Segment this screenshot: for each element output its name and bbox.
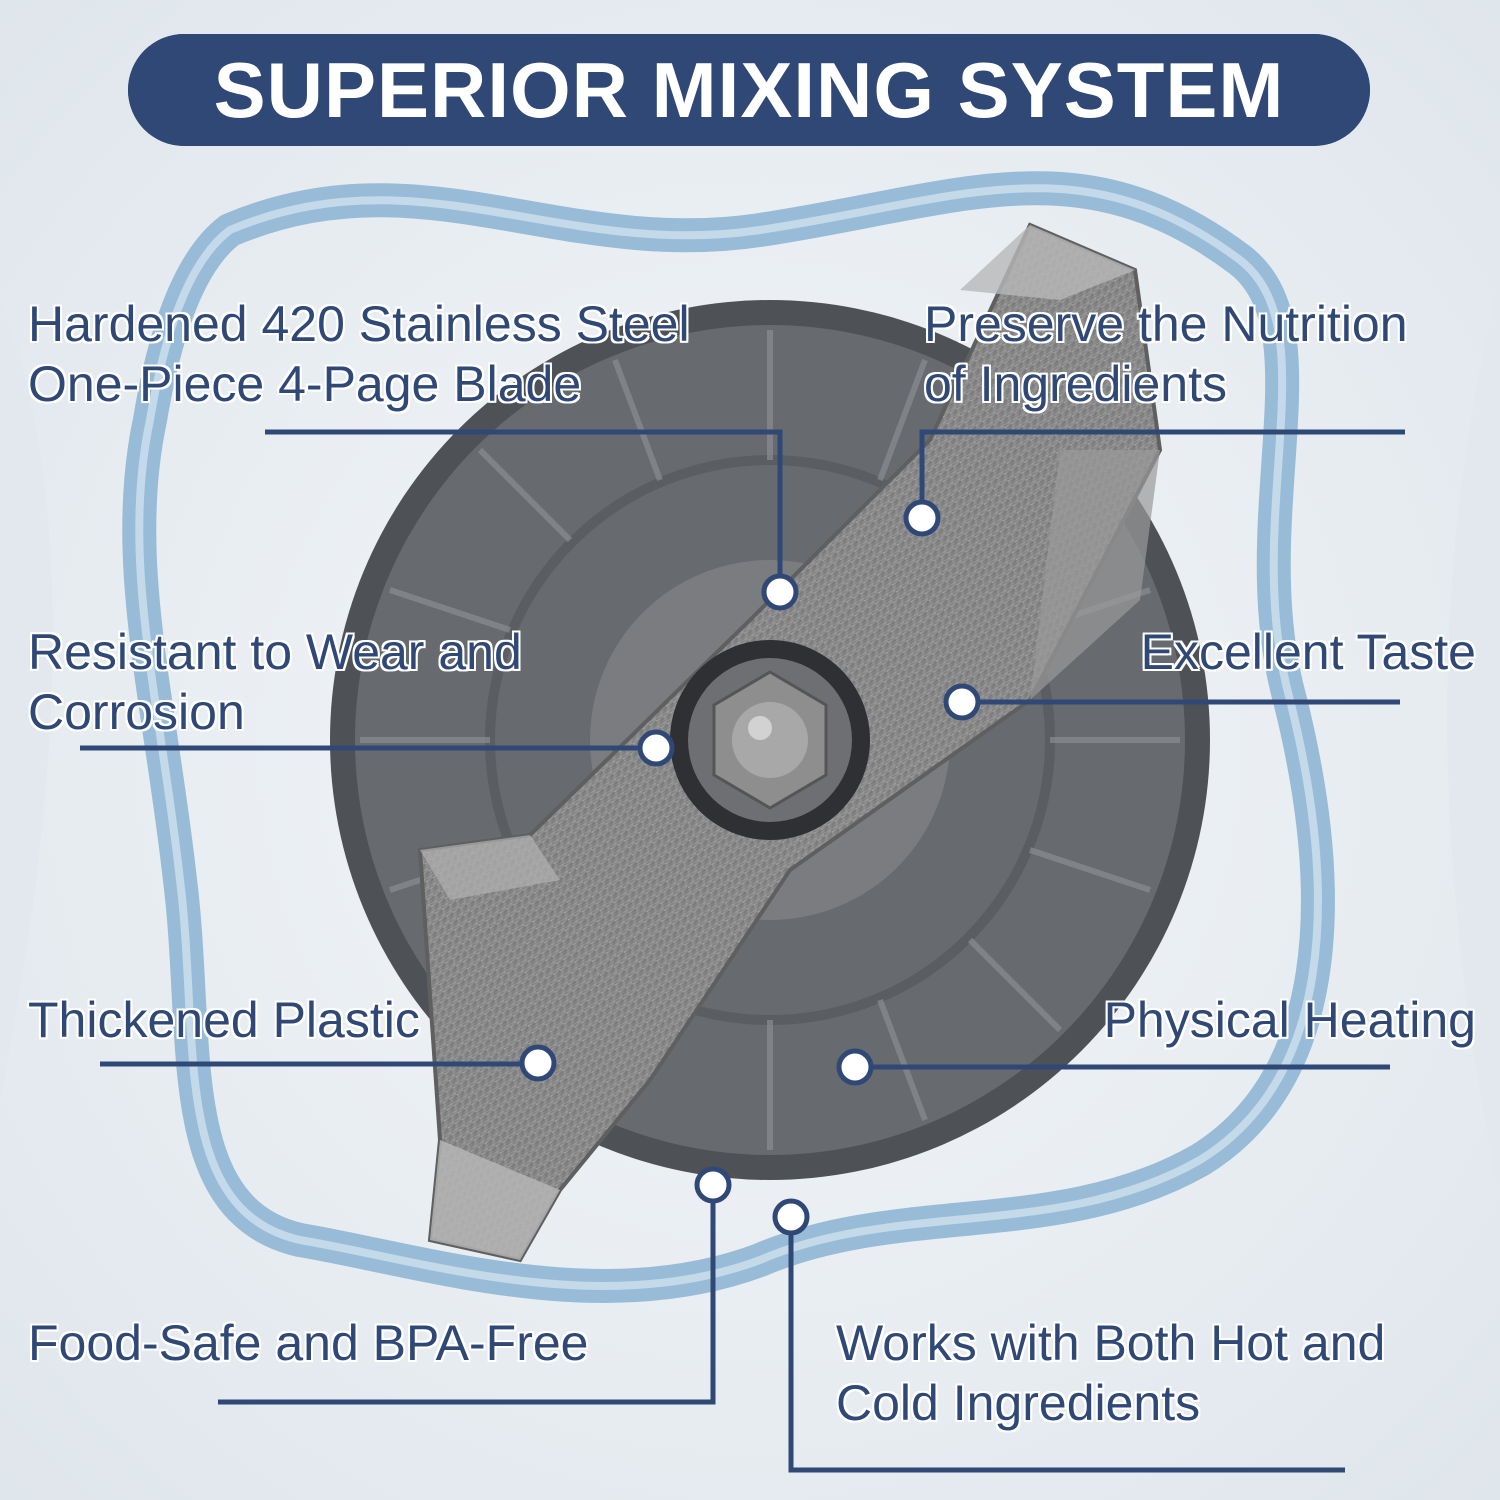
feature-nutrition-line2: of Ingredients bbox=[924, 356, 1227, 412]
feature-blade-line2: One-Piece 4-Page Blade bbox=[28, 356, 582, 412]
feature-blade: Hardened 420 Stainless Steel One-Piece 4… bbox=[28, 294, 690, 414]
leader-lines bbox=[80, 429, 1405, 1473]
feature-hot-cold-line2: Cold Ingredients bbox=[836, 1375, 1201, 1431]
dot-wear bbox=[637, 729, 675, 767]
dot-nutrition bbox=[903, 499, 941, 537]
feature-taste-line1: Excellent Taste bbox=[1140, 624, 1476, 680]
dot-food-safe bbox=[694, 1166, 732, 1204]
jar-base-ring-highlight bbox=[135, 184, 1322, 1290]
dot-hot-cold bbox=[772, 1198, 810, 1236]
feature-heating-line1: Physical Heating bbox=[1103, 992, 1476, 1048]
hub-dome-highlight bbox=[748, 716, 772, 740]
feature-nutrition: Preserve the Nutrition of Ingredients bbox=[924, 294, 1408, 414]
feature-plastic: Thickened Plastic bbox=[28, 990, 420, 1050]
jar-wall-right bbox=[1447, 280, 1500, 1200]
feature-blade-line1: Hardened 420 Stainless Steel bbox=[28, 296, 690, 352]
leader-hot-cold bbox=[788, 1217, 1345, 1473]
page-title: SUPERIOR MIXING SYSTEM bbox=[213, 45, 1285, 134]
dot-taste bbox=[943, 683, 981, 721]
feature-plastic-line1: Thickened Plastic bbox=[28, 992, 420, 1048]
dot-plastic bbox=[519, 1044, 557, 1082]
feature-taste: Excellent Taste bbox=[1141, 622, 1476, 682]
feature-wear-line1: Resistant to Wear and bbox=[28, 624, 522, 680]
feature-food-safe: Food-Safe and BPA-Free bbox=[28, 1313, 588, 1373]
dot-blade bbox=[761, 573, 799, 611]
feature-nutrition-line1: Preserve the Nutrition bbox=[924, 296, 1408, 352]
hub-dome bbox=[732, 702, 808, 778]
feature-wear-line2: Corrosion bbox=[28, 684, 245, 740]
feature-hot-cold: Works with Both Hot and Cold Ingredients bbox=[836, 1313, 1385, 1433]
leader-blade bbox=[265, 429, 783, 590]
feature-hot-cold-line1: Works with Both Hot and bbox=[836, 1315, 1386, 1371]
feature-heating: Physical Heating bbox=[1104, 990, 1476, 1050]
feature-wear: Resistant to Wear and Corrosion bbox=[28, 622, 522, 742]
title-banner-box: SUPERIOR MIXING SYSTEM bbox=[128, 34, 1370, 146]
leader-food-safe bbox=[218, 1185, 716, 1405]
dot-heating bbox=[836, 1048, 874, 1086]
leader-nutrition bbox=[919, 429, 1405, 515]
jar-wall-left bbox=[0, 300, 53, 1100]
feature-food-safe-line1: Food-Safe and BPA-Free bbox=[28, 1315, 589, 1371]
callout-dots bbox=[519, 499, 981, 1236]
